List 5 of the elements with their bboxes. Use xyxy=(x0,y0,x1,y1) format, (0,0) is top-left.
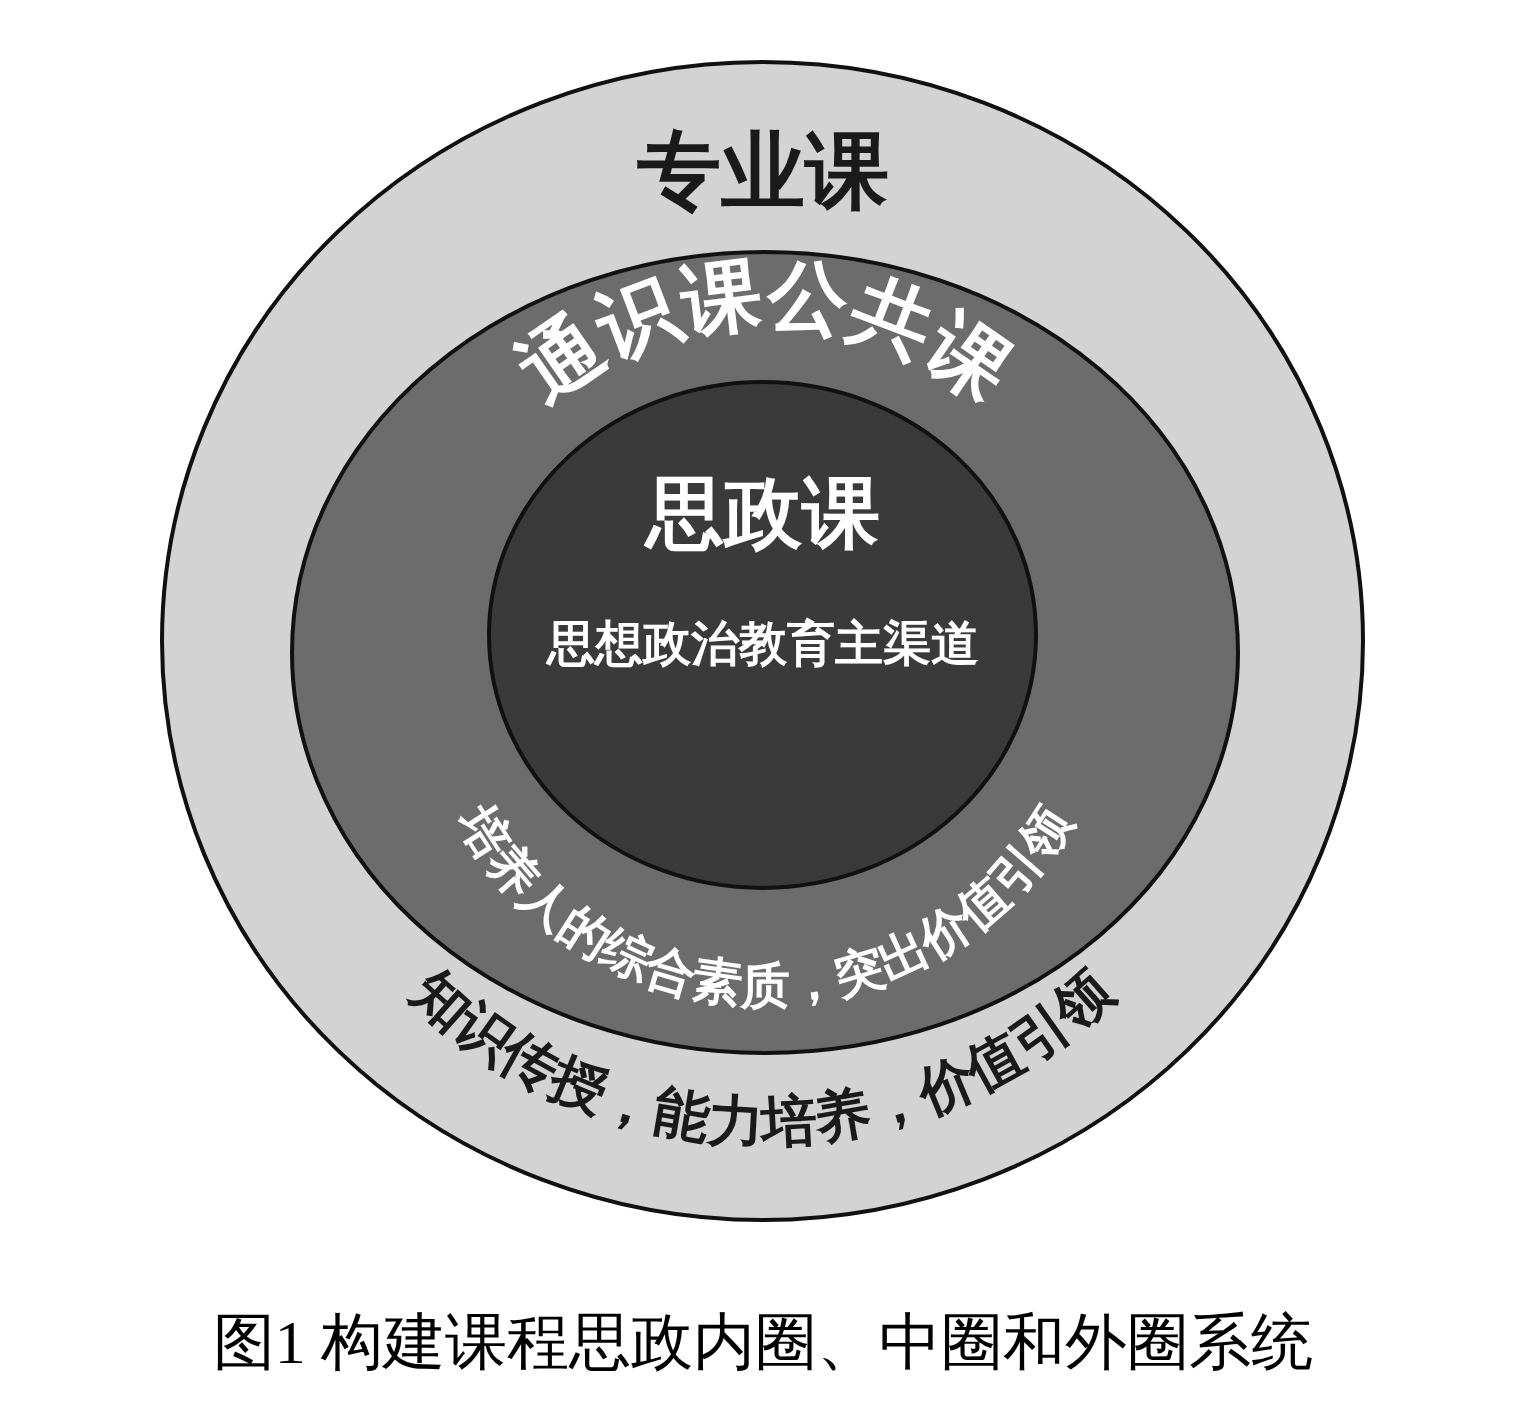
outer-ring-title: 专业课 xyxy=(636,122,889,220)
inner-circle-title: 思政课 xyxy=(645,468,880,558)
middle-ring-title: 通识课公共课 xyxy=(501,246,1029,420)
figure-caption: 图1 构建课程思政内圈、中圈和外圈系统 xyxy=(211,1307,1315,1378)
inner-circle-text: 思想政治教育主渠道 xyxy=(546,615,979,671)
